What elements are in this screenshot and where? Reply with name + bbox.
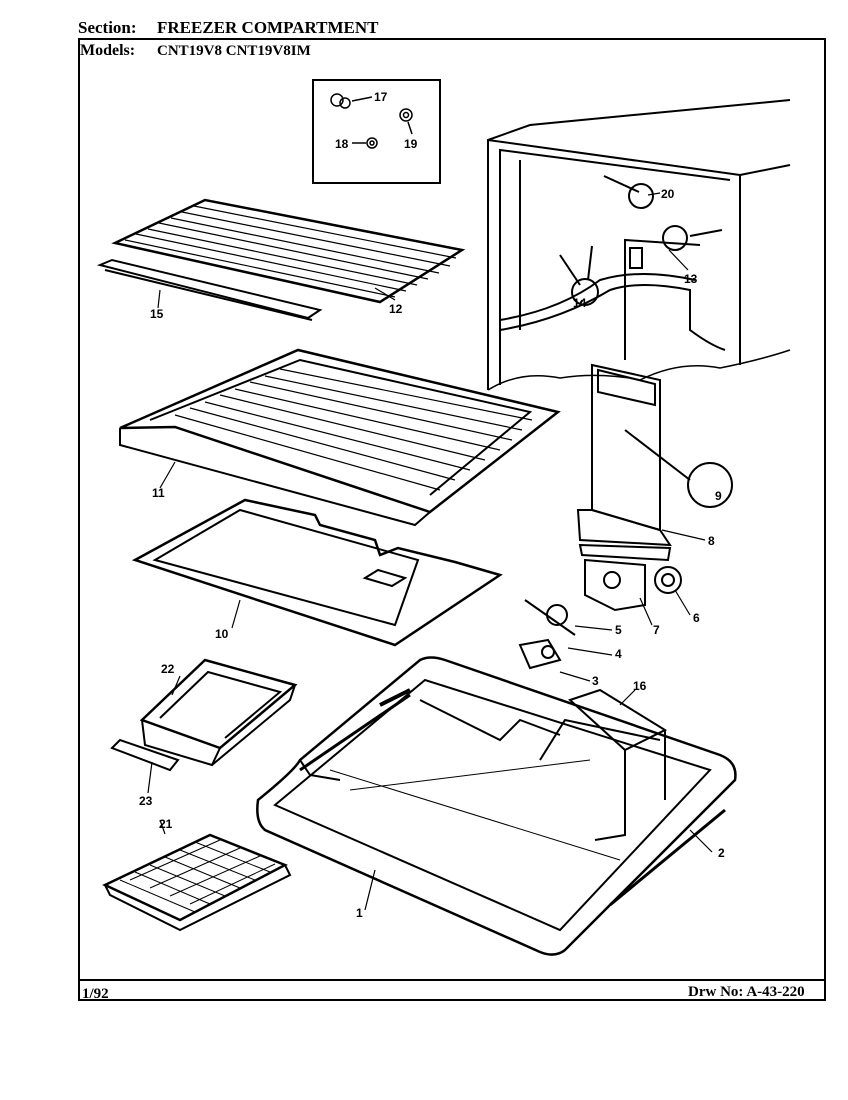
hardware-parts xyxy=(330,93,413,149)
callout-20: 20 xyxy=(661,187,675,201)
callout-19: 19 xyxy=(404,137,418,151)
ice-bin xyxy=(139,658,298,767)
callout-4: 4 xyxy=(615,647,622,661)
callout-17: 17 xyxy=(374,90,388,104)
callout-10: 10 xyxy=(215,627,229,641)
callout-18: 18 xyxy=(335,137,349,151)
models-label: Models: xyxy=(80,42,136,59)
callout-2: 2 xyxy=(718,846,725,860)
section-title: FREEZER COMPARTMENT xyxy=(157,18,379,37)
callout-22: 22 xyxy=(161,662,175,676)
callout-9: 9 xyxy=(715,489,722,503)
section-label: Section: xyxy=(78,18,137,37)
freezer-floor xyxy=(256,656,737,956)
wire-shelf xyxy=(111,198,466,304)
callout-7: 7 xyxy=(653,623,660,637)
callout-12: 12 xyxy=(389,302,403,316)
callout-15: 15 xyxy=(150,307,164,321)
diagram-frame xyxy=(78,38,826,1001)
callout-6: 6 xyxy=(693,611,700,625)
freezer-cabinet xyxy=(487,99,791,391)
callout-14: 14 xyxy=(573,296,587,310)
fan-assembly xyxy=(518,558,682,670)
ice-cube-tray xyxy=(102,833,292,932)
callout-16: 16 xyxy=(633,679,647,693)
callout-3: 3 xyxy=(592,674,599,688)
cover-plate xyxy=(131,498,503,647)
callout-23: 23 xyxy=(139,794,153,808)
hardware-inset-box xyxy=(312,79,441,184)
callout-1: 1 xyxy=(356,906,363,920)
evaporator-cover xyxy=(576,363,733,562)
bin-front xyxy=(110,738,180,772)
drawing-number: Drw No: A-43-220 xyxy=(688,984,805,1000)
callout-21: 21 xyxy=(159,817,173,831)
callout-5: 5 xyxy=(615,623,622,637)
callout-13: 13 xyxy=(684,272,698,286)
callout-11: 11 xyxy=(152,486,165,500)
revision-date: 1/92 xyxy=(82,986,109,1002)
models-list: CNT19V8 CNT19V8IM xyxy=(157,43,311,59)
shelf-assembly xyxy=(119,348,561,527)
shelf-rail xyxy=(96,258,323,320)
callout-8: 8 xyxy=(708,534,715,548)
